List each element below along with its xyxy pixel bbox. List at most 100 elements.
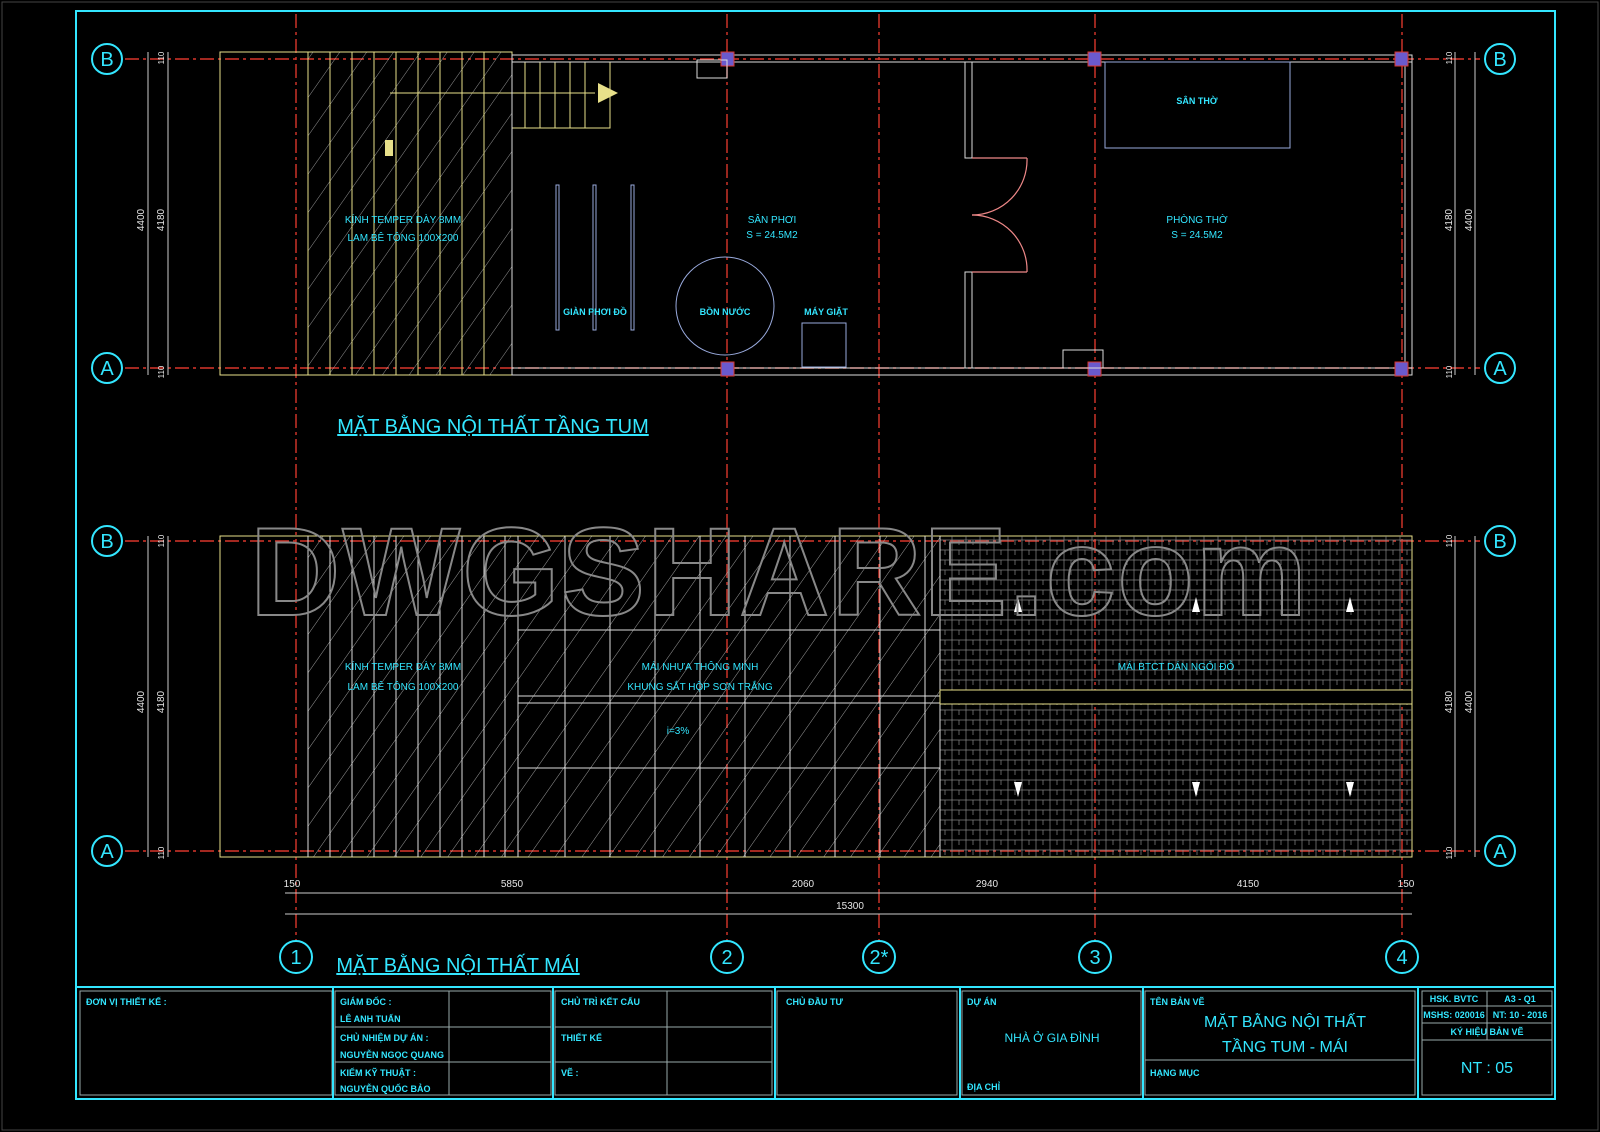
may-giat-label: MÁY GIẶT <box>804 307 848 317</box>
ngay: NT: 10 - 2016 <box>1493 1010 1548 1020</box>
dim-110: 110 <box>157 534 166 547</box>
dim-2940: 2940 <box>976 879 999 890</box>
svg-text:B: B <box>1493 531 1506 553</box>
ky-hieu-label: KÝ HIỆU BẢN VẼ <box>1450 1026 1523 1037</box>
vertical-dimensions: 4400 4180 4180 4400 4400 4180 4180 4400 … <box>136 51 1475 859</box>
dim-110: 110 <box>157 846 166 859</box>
grid-bubble-a: A <box>1484 352 1516 384</box>
wall-partition-lower <box>964 271 973 369</box>
grid-bubble-1: 1 <box>279 940 313 974</box>
mai-glass-note-line1: KÍNH TEMPER DÀY 8MM <box>345 660 461 673</box>
roof-note-line1: MÁI NHỰA THÔNG MINH <box>642 660 759 673</box>
ten-ban-ve-label: TÊN BẢN VẼ <box>1150 996 1205 1007</box>
grid-bubble-2star: 2* <box>862 940 896 974</box>
chu-dau-tu-label: CHỦ ĐẦU TƯ <box>786 996 843 1007</box>
ky-hieu-ban-ve: NT : 05 <box>1461 1060 1513 1077</box>
svg-text:A: A <box>1493 841 1507 863</box>
grid-bubble-3: 3 <box>1078 940 1112 974</box>
wall-bottom <box>511 367 1413 376</box>
ridge-line <box>939 689 1413 705</box>
stair-arrow-icon <box>598 83 618 103</box>
tum-plan-title: MẶT BẰNG NỘI THẤT TẦNG TUM <box>337 414 649 438</box>
grid-bubble-a: A <box>91 352 123 384</box>
washing-machine <box>801 322 847 368</box>
drain-box <box>1062 349 1104 369</box>
dim-110: 110 <box>1445 51 1454 64</box>
water-tank <box>675 256 775 356</box>
vertical-dimension-lines <box>147 52 1476 857</box>
clothes-rack <box>555 184 635 331</box>
grid-bubble-2: 2 <box>710 940 744 974</box>
horizontal-dimensions: 150 5850 2060 2940 4150 150 15300 <box>284 879 1415 912</box>
dim-4400: 4400 <box>1464 690 1475 713</box>
svg-text:3: 3 <box>1089 947 1100 969</box>
light-fixture <box>385 140 393 156</box>
tile-note: MÁI BTCT DÁN NGÓI ĐỎ <box>1118 660 1235 673</box>
dim-110: 110 <box>157 365 166 378</box>
dim-4180: 4180 <box>156 208 167 231</box>
watermark-logo: DWGSHARE.com <box>250 503 1309 642</box>
hang-muc-label: HẠNG MỤC <box>1150 1068 1200 1078</box>
phong-tho-area: S = 24.5M2 <box>1171 230 1223 241</box>
ve-label: VẼ : <box>561 1068 579 1078</box>
slope-label: i=3% <box>667 726 690 737</box>
svg-text:B: B <box>100 531 113 553</box>
svg-text:1: 1 <box>290 947 301 969</box>
du-an-name: NHÀ Ở GIA ĐÌNH <box>1005 1030 1100 1045</box>
svg-text:B: B <box>100 49 113 71</box>
ten-ban-ve-line2: TẦNG TUM - MÁI <box>1222 1037 1348 1056</box>
mai-plan-title: MẶT BẰNG NỘI THẤT MÁI <box>336 953 579 977</box>
svg-text:4: 4 <box>1396 947 1407 969</box>
grid-bubble-b: B <box>91 43 123 75</box>
dim-2060: 2060 <box>792 879 815 890</box>
dim-4150: 4150 <box>1237 879 1260 890</box>
grid-bubble-b: B <box>91 525 123 557</box>
drain-box <box>696 59 728 79</box>
san-phoi-area: S = 24.5M2 <box>746 230 798 241</box>
roof-note-line2: KHUNG SẮT HỘP SƠN TRẮNG <box>627 680 772 693</box>
chu-nhiem-label: CHỦ NHIỆM DỰ ÁN : <box>340 1032 428 1043</box>
giam-doc-label: GIÁM ĐỐC : <box>340 996 392 1007</box>
mai-plan: KÍNH TEMPER DÀY 8MM LAM BÊ TÔNG 100X200 … <box>219 535 1413 977</box>
chu-nhiem-name: NGUYỄN NGỌC QUANG <box>340 1049 444 1060</box>
drawing-frame <box>75 10 1556 1100</box>
glass-note-line2: LAM BÊ TÔNG 100X200 <box>348 231 459 244</box>
mai-glass-note-line2: LAM BÊ TÔNG 100X200 <box>348 680 459 693</box>
wall-right <box>1404 54 1413 376</box>
dim-4180: 4180 <box>1444 690 1455 713</box>
title-block: ĐƠN VỊ THIẾT KẾ : GIÁM ĐỐC : LÊ ANH TUẤN… <box>76 986 1555 1099</box>
ma-so: MSHS: 020016 <box>1423 1010 1485 1020</box>
roof-frame-lines <box>307 536 941 857</box>
dim-4400: 4400 <box>1464 208 1475 231</box>
chu-tri-ket-cau-label: CHỦ TRÌ KẾT CẤU <box>561 996 640 1007</box>
grid-bubble-b: B <box>1484 525 1516 557</box>
glass-note-line1: KÍNH TEMPER DÀY 8MM <box>345 213 461 226</box>
svg-text:A: A <box>100 841 114 863</box>
grid-bubble-a: A <box>1484 835 1516 867</box>
phong-tho-name: PHÒNG THỜ <box>1166 213 1228 226</box>
kho-giay: A3 - Q1 <box>1504 994 1536 1004</box>
gian-phoi-do-label: GIÀN PHƠI ĐỒ <box>563 306 627 317</box>
svg-text:A: A <box>1493 358 1507 380</box>
svg-text:A: A <box>100 358 114 380</box>
dim-150: 150 <box>284 879 301 890</box>
bon-nuoc-label: BỒN NƯỚC <box>700 306 751 317</box>
grid-bubble-b: B <box>1484 43 1516 75</box>
don-vi-thiet-ke-label: ĐƠN VỊ THIẾT KẾ : <box>86 997 167 1007</box>
thiet-ke-label: THIẾT KẾ <box>561 1033 602 1043</box>
dim-15300: 15300 <box>836 901 864 912</box>
dim-110: 110 <box>1445 534 1454 547</box>
san-phoi-name: SÂN PHƠI <box>748 213 797 226</box>
giam-doc-name: LÊ ANH TUẤN <box>340 1013 401 1024</box>
grid-bubble-a: A <box>91 835 123 867</box>
glass-hatch <box>308 52 512 375</box>
horizontal-dimension-lines <box>285 892 1412 915</box>
dim-150: 150 <box>1398 879 1415 890</box>
svg-text:2: 2 <box>721 947 732 969</box>
altar-yard <box>1104 61 1291 149</box>
dia-chi-label: ĐỊA CHỈ <box>967 1081 1001 1092</box>
dim-110: 110 <box>1445 365 1454 378</box>
dim-4400: 4400 <box>136 690 147 713</box>
